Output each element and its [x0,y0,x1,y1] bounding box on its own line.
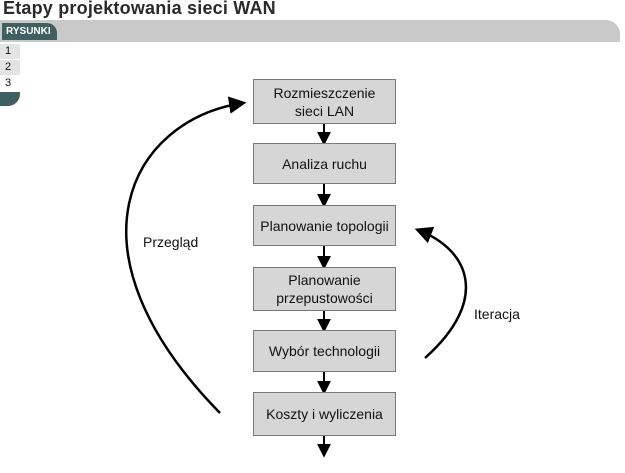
tab-rysunki[interactable]: RYSUNKI [2,23,57,40]
step-label-line2: sieci LAN [294,102,355,119]
iteration-loop-arrow [414,226,468,359]
step-label: Wybór technologii [268,343,381,359]
page-title: Etapy projektowania sieci WAN [3,0,276,18]
step-label-line1: Rozmieszczenie [273,84,376,101]
side-nav: 1 2 3 [0,44,20,106]
step-box-topologia: Planowanie topologii [253,205,396,246]
step-label-line1: Planowanie [288,272,361,288]
review-loop-arrow [125,96,247,414]
iteration-label: Iteracja [474,306,520,322]
header-bar [0,20,620,42]
nav-item-1[interactable]: 1 [0,44,20,59]
step-box-analiza: Analiza ruchu [253,143,396,184]
review-label: Przegląd [143,234,199,250]
step-label: Koszty i wyliczenia [266,406,383,422]
step-label: Analiza ruchu [282,155,367,172]
step-box-przepustowosc: Planowanie przepustowości [253,267,396,311]
step-box-koszty: Koszty i wyliczenia [253,392,396,436]
nav-item-3[interactable]: 3 [0,76,20,91]
step-box-technologia: Wybór technologii [253,330,396,372]
step-label: Planowanie topologii [260,217,389,234]
nav-item-2[interactable]: 2 [0,60,20,75]
step-label-line2: przepustowości [276,290,373,306]
nav-tail [0,92,20,106]
